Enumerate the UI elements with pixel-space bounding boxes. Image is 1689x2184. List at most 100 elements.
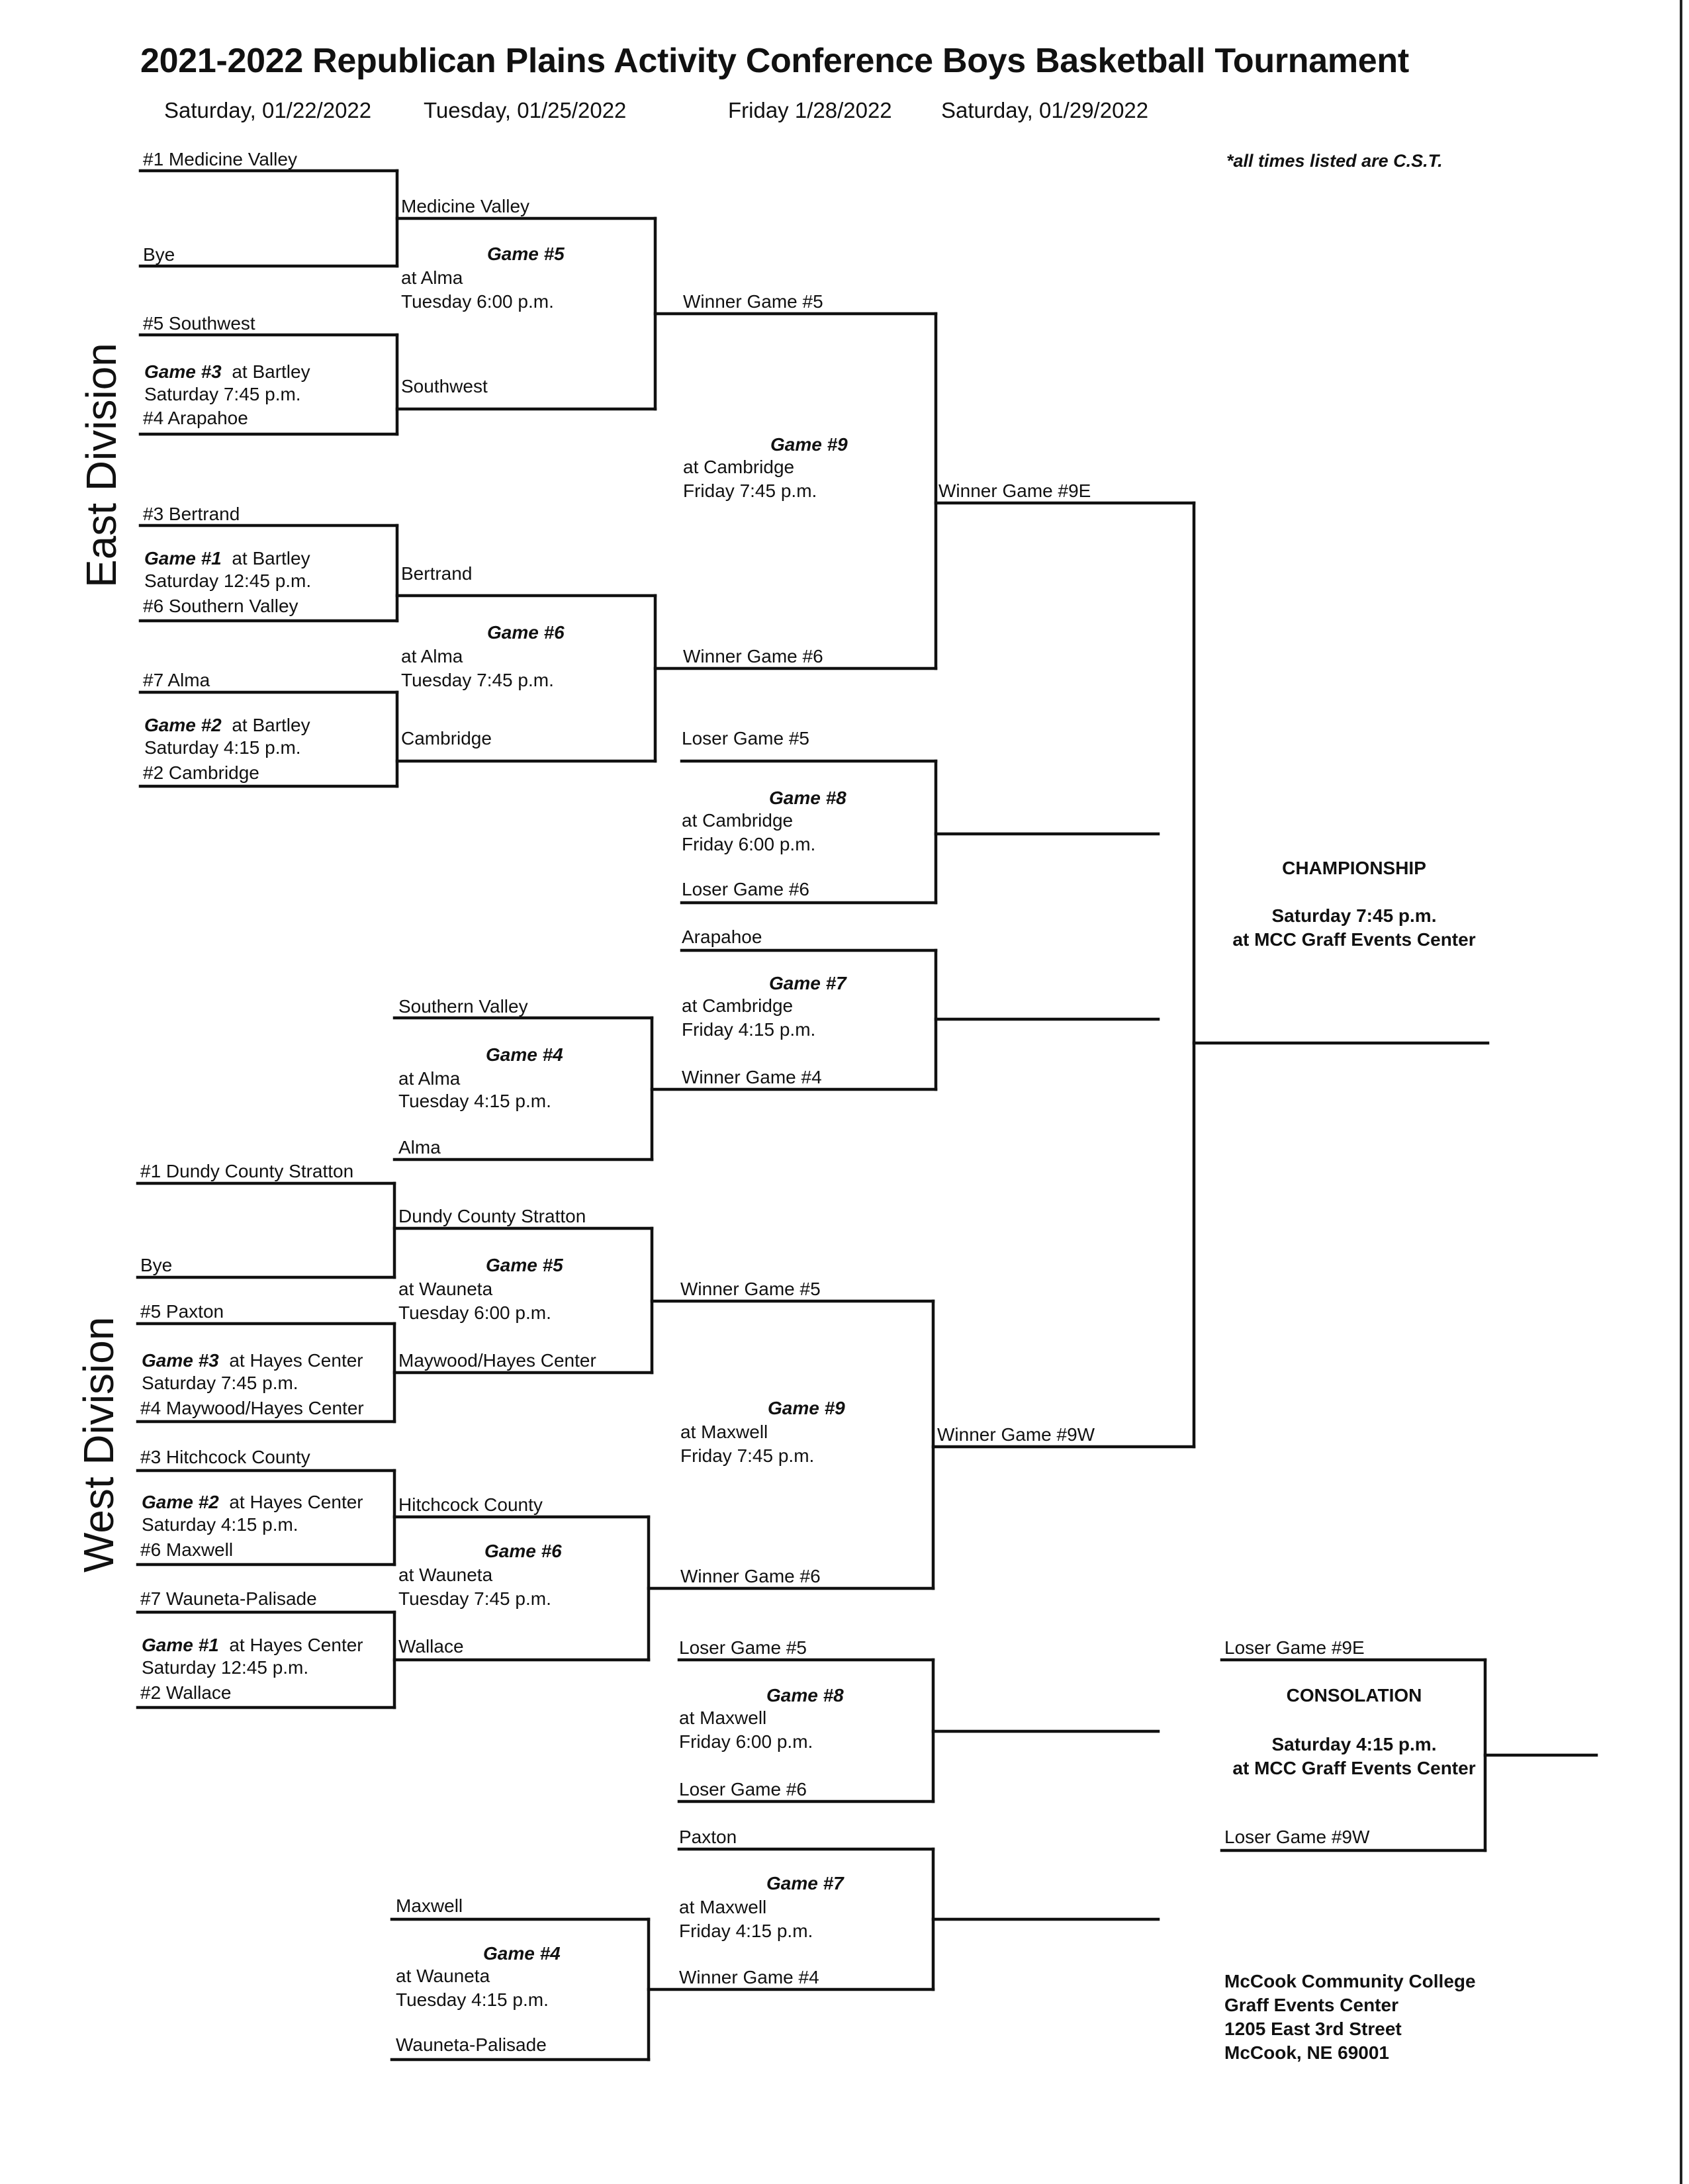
game-name: Game #8: [766, 1685, 844, 1706]
team-label: Southwest: [401, 376, 488, 396]
team-label: Winner Game #4: [679, 1967, 819, 1987]
team-label: Loser Game #5: [682, 728, 809, 749]
game-info: Game #2 at Hayes Center: [142, 1492, 363, 1513]
game-site: at Wauneta: [396, 1966, 490, 1986]
game-site: at Hayes Center: [229, 1492, 363, 1512]
game-info: Game #2 at Bartley: [144, 715, 310, 736]
date-round-2: Tuesday, 01/25/2022: [424, 98, 627, 122]
page-edge-line: [1680, 0, 1682, 2184]
team-label: #1 Medicine Valley: [143, 149, 297, 169]
game-name: Game #4: [483, 1943, 561, 1964]
game-time: Tuesday 7:45 p.m.: [398, 1588, 551, 1609]
timezone-note: *all times listed are C.S.T.: [1226, 151, 1443, 171]
game-site: at Maxwell: [679, 1897, 767, 1917]
game-site: at Bartley: [232, 361, 310, 382]
game-name: Game #3: [144, 361, 222, 382]
team-label: Bertrand: [401, 563, 473, 584]
game-name: Game #7: [769, 973, 846, 993]
game-site: at Alma: [401, 646, 463, 666]
team-label: Loser Game #6: [679, 1779, 807, 1799]
team-label: Loser Game #5: [679, 1637, 807, 1658]
game-time: Friday 6:00 p.m.: [679, 1731, 813, 1752]
game-site: at Alma: [401, 267, 463, 288]
game-time: Tuesday 6:00 p.m.: [401, 291, 554, 312]
game-site: at Alma: [398, 1068, 461, 1089]
game-site: at Cambridge: [682, 995, 794, 1016]
game-time: Saturday 12:45 p.m.: [144, 570, 312, 591]
game-name: Game #6: [484, 1541, 562, 1561]
game-name: Game #9: [768, 1398, 845, 1418]
game-time: Tuesday 7:45 p.m.: [401, 670, 554, 690]
west-division-label: West Division: [75, 1316, 122, 1572]
game-name: Game #6: [487, 622, 565, 643]
consolation-time: Saturday 4:15 p.m.: [1271, 1734, 1437, 1754]
game-time: Friday 4:15 p.m.: [682, 1019, 816, 1040]
consolation-title: CONSOLATION: [1286, 1685, 1422, 1706]
game-time: Saturday 12:45 p.m.: [142, 1657, 309, 1678]
championship-site: at MCC Graff Events Center: [1232, 929, 1476, 950]
game-site: at Wauneta: [398, 1565, 493, 1585]
team-label: Dundy County Stratton: [398, 1206, 586, 1226]
game-info: Game #3 at Hayes Center: [142, 1350, 363, 1371]
team-label: Winner Game #4: [682, 1067, 822, 1087]
team-label: #5 Paxton: [140, 1301, 224, 1322]
game-time: Friday 6:00 p.m.: [682, 834, 816, 854]
game-time: Tuesday 4:15 p.m.: [398, 1091, 551, 1111]
game-site: at Hayes Center: [229, 1350, 363, 1371]
team-label: #3 Hitchcock County: [140, 1447, 310, 1467]
game-site: at Hayes Center: [229, 1635, 363, 1655]
game-name: Game #9: [770, 434, 848, 455]
game-name: Game #4: [486, 1044, 563, 1065]
team-label: #2 Cambridge: [143, 762, 259, 783]
game-site: at Wauneta: [398, 1279, 493, 1299]
game-time: Friday 4:15 p.m.: [679, 1921, 813, 1941]
east-division-label: East Division: [77, 343, 125, 588]
game-site: at Bartley: [232, 548, 310, 569]
team-label: Winner Game #9W: [937, 1424, 1095, 1445]
team-label: Wauneta-Palisade: [396, 2034, 547, 2055]
game-name: Game #3: [142, 1350, 219, 1371]
game-name: Game #5: [486, 1255, 563, 1275]
team-label: #4 Arapahoe: [143, 408, 248, 428]
team-label: Winner Game #6: [680, 1566, 821, 1586]
team-label: Loser Game #6: [682, 879, 809, 899]
team-label: #1 Dundy County Stratton: [140, 1161, 354, 1181]
game-site: at Maxwell: [680, 1422, 768, 1442]
game-name: Game #2: [144, 715, 222, 735]
team-label: Winner Game #6: [683, 646, 823, 666]
game-time: Saturday 7:45 p.m.: [144, 384, 301, 404]
game-name: Game #5: [487, 244, 565, 264]
team-label: Bye: [143, 244, 175, 265]
team-label: #2 Wallace: [140, 1682, 232, 1703]
address-line: McCook Community College: [1224, 1971, 1476, 1991]
team-label: #7 Wauneta-Palisade: [140, 1588, 317, 1609]
game-name: Game #2: [142, 1492, 219, 1512]
address-line: Graff Events Center: [1224, 1995, 1398, 2015]
game-site: at Bartley: [232, 715, 310, 735]
game-time: Saturday 4:15 p.m.: [142, 1514, 298, 1535]
game-info: Game #1 at Bartley: [144, 548, 310, 569]
venue-address: McCook Community College Graff Events Ce…: [1224, 1970, 1476, 2065]
game-name: Game #7: [766, 1873, 844, 1893]
game-site: at Maxwell: [679, 1707, 767, 1728]
team-label: #6 Southern Valley: [143, 596, 298, 616]
consolation-site: at MCC Graff Events Center: [1232, 1758, 1476, 1778]
team-label: Maywood/Hayes Center: [398, 1350, 596, 1371]
team-label: #7 Alma: [143, 670, 210, 690]
team-label: #5 Southwest: [143, 313, 255, 334]
game-site: at Cambridge: [682, 810, 794, 831]
team-label: Loser Game #9W: [1224, 1827, 1370, 1847]
team-label: Medicine Valley: [401, 196, 530, 216]
team-label: Winner Game #5: [680, 1279, 821, 1299]
team-label: #4 Maywood/Hayes Center: [140, 1398, 364, 1418]
team-label: #6 Maxwell: [140, 1539, 234, 1560]
game-time: Saturday 4:15 p.m.: [144, 737, 301, 758]
team-label: Hitchcock County: [398, 1494, 543, 1515]
game-info: Game #3 at Bartley: [144, 361, 310, 383]
date-round-1: Saturday, 01/22/2022: [164, 98, 372, 122]
page-title: 2021-2022 Republican Plains Activity Con…: [140, 42, 1409, 80]
team-label: Arapahoe: [682, 927, 762, 947]
championship-title: CHAMPIONSHIP: [1282, 858, 1426, 878]
